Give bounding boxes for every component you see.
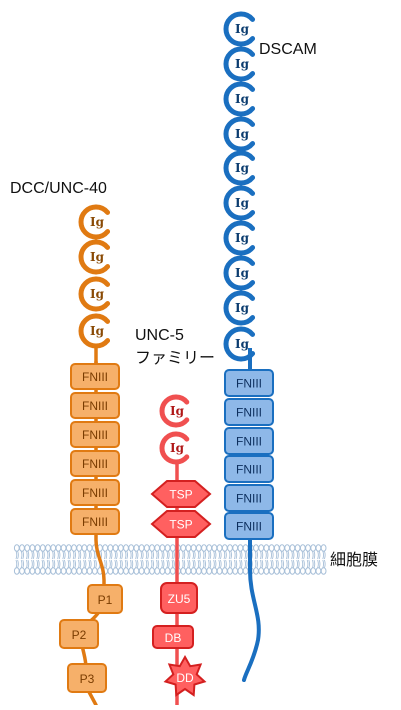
dcc-fn-4: FNIII <box>70 450 120 477</box>
unc5-tsp-1-label: TSP <box>169 488 192 502</box>
dcc-ig-4-label: Ig <box>90 324 105 338</box>
dscam-fn-6-label: FNIII <box>236 520 262 534</box>
dscam-ig-3-label: Ig <box>235 92 250 106</box>
dcc-ig-1-label: Ig <box>90 215 105 229</box>
dcc-fn-3: FNIII <box>70 421 120 448</box>
dcc-fn-1: FNIII <box>70 363 120 390</box>
dcc-p2-domain: P2 <box>59 619 99 649</box>
dscam-ig-6-label: Ig <box>235 196 250 210</box>
unc5-db-label: DB <box>165 631 182 645</box>
dscam-ig-5: Ig <box>223 150 256 186</box>
dscam-fn-3: FNIII <box>224 427 274 455</box>
dscam-ig-5-label: Ig <box>235 161 250 175</box>
cell-membrane <box>13 544 327 575</box>
dcc-fn-5: FNIII <box>70 479 120 506</box>
dscam-fn-1: FNIII <box>224 369 274 397</box>
dscam-ig-8: Ig <box>223 255 256 291</box>
dcc-fn-3-label: FNIII <box>82 428 108 442</box>
dscam-ig-3: Ig <box>223 81 256 117</box>
unc5-dd-label: DD <box>176 671 194 685</box>
dscam-fn-5: FNIII <box>224 484 274 512</box>
unc5-tsp-2: TSP <box>150 510 212 538</box>
dcc-fn-4-label: FNIII <box>82 457 108 471</box>
unc5-db-domain: DB <box>152 625 194 649</box>
dscam-fn-4: FNIII <box>224 455 274 483</box>
dscam-fn-1-label: FNIII <box>236 377 262 391</box>
dcc-p1-domain: P1 <box>87 584 123 614</box>
unc5-tsp-1: TSP <box>150 480 212 508</box>
dscam-ig-6: Ig <box>223 185 256 221</box>
unc5-tsp-2-label: TSP <box>169 518 192 532</box>
dscam-ig-2-label: Ig <box>235 57 250 71</box>
dscam-ig-2: Ig <box>223 46 256 82</box>
unc5-ig-2: Ig <box>159 431 190 465</box>
dcc-ig-3: Ig <box>78 276 111 312</box>
dscam-backbone <box>242 528 261 682</box>
dscam-ig-9: Ig <box>223 290 256 326</box>
dcc-fn-5-label: FNIII <box>82 486 108 500</box>
dcc-fn-6: FNIII <box>70 508 120 535</box>
dscam-ig-8-label: Ig <box>235 266 250 280</box>
dcc-ig-4: Ig <box>78 313 111 349</box>
dscam-fn-4-label: FNIII <box>236 463 262 477</box>
dscam-ig-10: Ig <box>223 326 256 362</box>
dscam-ig-7: Ig <box>223 220 256 256</box>
dscam-ig-7-label: Ig <box>235 231 250 245</box>
dscam-title: DSCAM <box>259 41 317 58</box>
dcc-ig-1: Ig <box>78 204 111 240</box>
unc5-ig-1: Ig <box>159 394 190 428</box>
dcc-ig-3-label: Ig <box>90 287 105 301</box>
unc5-ig-1-label: Ig <box>170 404 185 418</box>
dscam-ig-10-label: Ig <box>235 337 250 351</box>
membrane-label: 細胞膜 <box>330 551 378 569</box>
dcc-fn-6-label: FNIII <box>82 515 108 529</box>
dscam-ig-9-label: Ig <box>235 301 250 315</box>
dcc-ig-2: Ig <box>78 239 111 275</box>
dcc-p3-domain: P3 <box>67 663 107 693</box>
dscam-ig-1-label: Ig <box>235 22 250 36</box>
dscam-ig-4-label: Ig <box>235 127 250 141</box>
dscam-ig-4: Ig <box>223 116 256 152</box>
dscam-fn-2: FNIII <box>224 398 274 426</box>
dcc-title: DCC/UNC-40 <box>10 180 107 197</box>
dscam-fn-5-label: FNIII <box>236 492 262 506</box>
dcc-fn-1-label: FNIII <box>82 370 108 384</box>
unc5-dd-domain: DD <box>163 654 207 697</box>
dcc-fn-2-label: FNIII <box>82 399 108 413</box>
dcc-p2-label: P2 <box>72 628 87 642</box>
unc5-title-line2: ファミリー <box>135 350 215 367</box>
dscam-fn-3-label: FNIII <box>236 435 262 449</box>
dcc-ig-2-label: Ig <box>90 250 105 264</box>
dscam-fn-6: FNIII <box>224 512 274 540</box>
dscam-ig-1: Ig <box>223 11 256 47</box>
unc5-ig-2-label: Ig <box>170 441 185 455</box>
dscam-fn-2-label: FNIII <box>236 406 262 420</box>
dcc-p3-label: P3 <box>80 672 95 686</box>
dcc-fn-2: FNIII <box>70 392 120 419</box>
unc5-zu5-domain: ZU5 <box>160 582 198 614</box>
unc5-zu5-label: ZU5 <box>168 592 191 606</box>
dcc-p1-label: P1 <box>98 593 113 607</box>
unc5-title-line1: UNC-5 <box>135 327 184 344</box>
